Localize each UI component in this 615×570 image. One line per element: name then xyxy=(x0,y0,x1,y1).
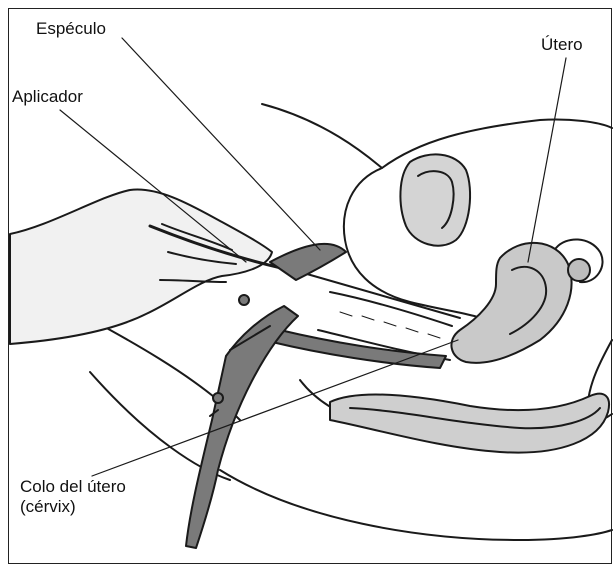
back-contour xyxy=(588,340,612,402)
canal-texture xyxy=(340,312,440,338)
speculum-screw-2 xyxy=(213,393,223,403)
speculum-lower-blade xyxy=(272,330,446,368)
vaginal-canal-upper xyxy=(330,292,452,326)
ovary xyxy=(568,259,590,281)
label-utero: Útero xyxy=(539,35,585,55)
uterus xyxy=(451,243,571,363)
label-colo-del-utero: Colo del útero (cérvix) xyxy=(18,477,128,517)
utero-leader xyxy=(528,58,566,262)
lower-outline xyxy=(220,470,612,540)
bladder xyxy=(400,154,470,245)
label-aplicador: Aplicador xyxy=(10,87,85,107)
gloved-hand xyxy=(10,190,272,344)
label-colo-line2: (cérvix) xyxy=(20,497,126,517)
applicator-shaft xyxy=(300,272,460,318)
speculum-upper-blade xyxy=(270,244,346,280)
speculum-screw xyxy=(239,295,249,305)
label-colo-line1: Colo del útero xyxy=(20,477,126,497)
label-especulo: Espéculo xyxy=(34,19,108,39)
